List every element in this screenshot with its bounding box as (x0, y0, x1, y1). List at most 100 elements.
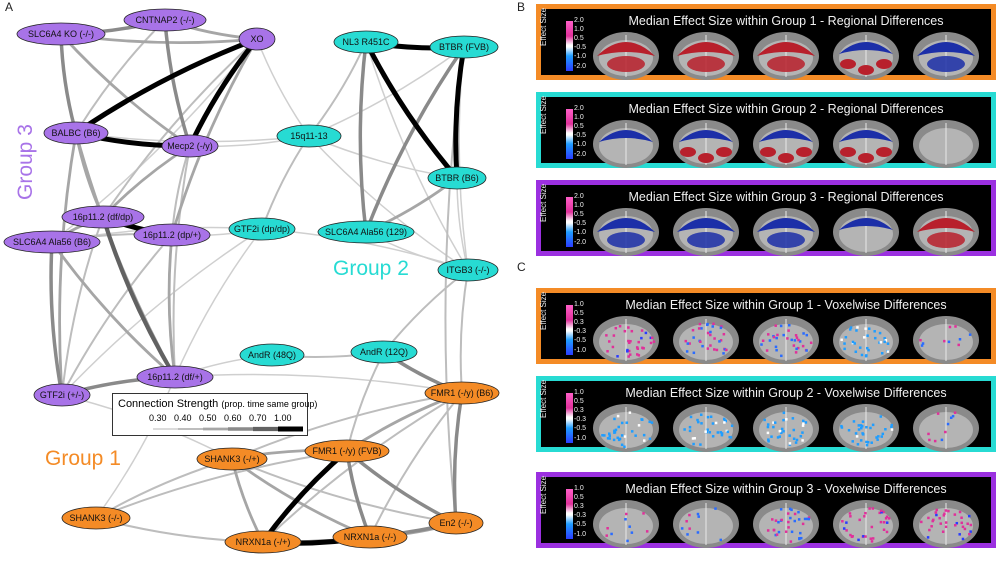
effect-voxel (766, 425, 770, 429)
effect-voxel (795, 336, 799, 339)
effect-voxel (883, 340, 886, 344)
brain-slice (913, 316, 979, 364)
effect-voxel (890, 425, 893, 429)
effect-region (599, 130, 653, 142)
brain-slice (753, 404, 819, 452)
effect-voxel (868, 327, 871, 330)
edge-fmr1b6-en2 (452, 392, 464, 524)
effect-voxel (850, 535, 854, 539)
effect-voxel (777, 520, 780, 524)
edge-itgb3-andr12 (383, 269, 469, 353)
node-ellipse (196, 447, 268, 471)
effect-voxel (644, 331, 648, 335)
node-ellipse (428, 511, 484, 535)
node-ellipse (61, 205, 145, 229)
effect-region (677, 218, 735, 232)
effect-voxel (947, 340, 951, 344)
effect-voxel (863, 515, 866, 518)
colorbar-tick: -0.5 (574, 44, 587, 51)
node-ellipse (317, 220, 415, 244)
effect-voxel (786, 337, 789, 340)
effect-voxel (955, 521, 959, 525)
effect-voxel (793, 519, 797, 523)
effect-voxel (627, 339, 630, 343)
colorbar (566, 305, 573, 355)
effect-voxel (782, 430, 785, 433)
effect-voxel (793, 339, 797, 342)
effect-voxel (932, 518, 935, 522)
effect-voxel (613, 429, 616, 433)
brain-slice (913, 404, 979, 452)
effect-voxel (720, 433, 724, 437)
effect-region (927, 56, 965, 72)
effect-voxel (612, 334, 616, 337)
effect-voxel (878, 331, 882, 335)
effect-voxel (963, 527, 967, 531)
effect-voxel (885, 530, 889, 534)
effect-voxel (618, 437, 622, 441)
edge-itgb3-fmr1b6 (459, 269, 469, 394)
effect-voxel (788, 323, 791, 327)
effect-voxel (623, 329, 627, 333)
colorbar-tick: 0.5 (574, 398, 584, 405)
effect-voxel (871, 423, 875, 427)
effect-voxel (625, 512, 628, 516)
effect-voxel (788, 434, 791, 437)
effect-region (677, 42, 735, 56)
effect-voxel (865, 440, 868, 444)
effect-region (698, 153, 714, 163)
effect-region (767, 232, 805, 248)
brain-slices (593, 32, 979, 80)
effect-voxel (840, 426, 844, 429)
brain-slice (913, 120, 979, 168)
effect-voxel (864, 511, 867, 515)
edge-cntnap2-balbc (75, 19, 166, 134)
effect-voxel (720, 325, 723, 328)
brain-slice (673, 316, 739, 364)
effect-voxel (877, 435, 880, 438)
effect-voxel (966, 522, 969, 525)
effect-voxel (795, 347, 798, 351)
colorbar-tick: -0.5 (574, 425, 587, 432)
effect-voxel (618, 324, 622, 328)
effect-voxel (637, 424, 641, 427)
effect-voxel (938, 516, 941, 520)
effect-voxel (774, 345, 778, 349)
effect-voxel (844, 336, 848, 339)
effect-voxel (780, 518, 783, 522)
effect-voxel (920, 344, 924, 347)
effect-voxel (634, 434, 637, 437)
edge-btbrfvb-btbrb6 (453, 46, 467, 179)
node-slc6a4ko: SLC6A4 KO (-/-) (16, 22, 106, 46)
brain-slices (593, 208, 979, 256)
effect-voxel (606, 350, 609, 353)
effect-voxel (788, 442, 792, 445)
effect-voxel (782, 411, 786, 415)
effect-voxel (775, 348, 778, 352)
effect-voxel (799, 531, 802, 535)
effect-voxel (780, 431, 783, 435)
node-slc6a4129: SLC6A4 Ala56 (129) (317, 220, 415, 244)
effect-voxel (809, 341, 813, 345)
colorbar-tick: 1.0 (574, 26, 584, 33)
colorbar-tick: -0.3 (574, 512, 587, 519)
effect-voxel (772, 425, 775, 429)
node-label: BALBC (B6) (51, 128, 100, 138)
effect-voxel (954, 325, 957, 328)
effect-region (840, 59, 856, 69)
colorbar-label: Effect Size (539, 291, 548, 330)
effect-voxel (711, 422, 715, 425)
effect-voxel (616, 436, 619, 440)
effect-voxel (849, 533, 852, 537)
effect-region (716, 147, 732, 157)
effect-voxel (942, 514, 946, 517)
effect-voxel (857, 428, 861, 431)
effect-voxel (780, 427, 784, 431)
effect-voxel (699, 443, 702, 446)
brain-slice (593, 208, 659, 256)
effect-voxel (947, 509, 950, 513)
brain-slice (833, 404, 899, 452)
effect-voxel (724, 419, 727, 423)
edge-xo-mecp2 (187, 37, 259, 148)
